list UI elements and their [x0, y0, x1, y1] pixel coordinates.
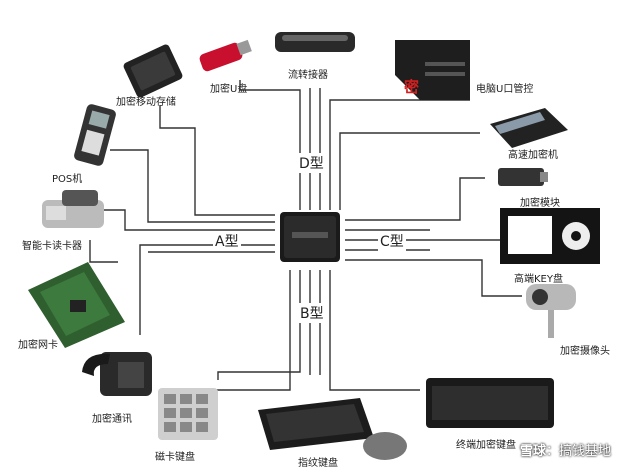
- usb-drive-icon: [199, 39, 252, 72]
- pos-icon: [74, 104, 116, 166]
- label-fingerprint-keyboard: 指纹键盘: [298, 458, 338, 469]
- label-high-speed-encryptor: 高速加密机: [508, 150, 558, 161]
- watermark-author: 搞钱基地: [559, 444, 612, 459]
- line-camera: [345, 259, 522, 297]
- encryption-module-icon: [498, 168, 548, 186]
- high-speed-encryptor-icon: [490, 108, 568, 148]
- label-transfer-device: 流转接器: [288, 70, 328, 81]
- line-pc-usb: [329, 99, 470, 210]
- smartcard-reader-icon: [42, 190, 104, 228]
- group-c-label: C型: [378, 231, 406, 251]
- label-magstripe-keyboard: 磁卡键盘: [155, 452, 195, 463]
- terminal-keyboard-icon: [426, 378, 554, 428]
- line-terminal: [329, 270, 420, 391]
- central-chip: [280, 212, 340, 262]
- line-phone: [210, 270, 291, 391]
- line-smartcard: [100, 209, 275, 231]
- label-terminal-keyboard: 终端加密键盘: [456, 440, 516, 451]
- group-b-label: B型: [298, 303, 326, 323]
- line-mobile-storage: [159, 105, 275, 216]
- key-disk-icon: [500, 208, 600, 264]
- label-encryption-module: 加密模块: [520, 198, 560, 209]
- watermark: 雪球：搞钱基地: [520, 440, 611, 459]
- mobile-storage-icon: [123, 44, 183, 98]
- line-magstripe: [217, 270, 301, 380]
- label-pc-usb-control: 电脑U口管控: [476, 84, 534, 95]
- line-pos: [110, 149, 275, 223]
- label-mobile-storage: 加密移动存储: [116, 97, 176, 108]
- magstripe-keyboard-icon: [158, 388, 218, 440]
- group-d-label: D型: [297, 153, 326, 173]
- line-usb-drive: [239, 80, 301, 210]
- label-key-disk: 高端KEY盘: [514, 274, 563, 285]
- line-encryptor: [339, 132, 480, 210]
- connection-lines: [89, 80, 522, 391]
- secret-stamp: 密: [404, 78, 420, 96]
- pc-usb-icon: [395, 40, 470, 100]
- camera-icon: [526, 284, 576, 338]
- watermark-separator: ：: [546, 444, 560, 459]
- label-camera: 加密摄像头: [560, 346, 610, 357]
- fingerprint-keyboard-icon: [258, 398, 407, 460]
- line-network-card: [89, 240, 118, 263]
- line-network-card-b: [139, 244, 275, 335]
- label-network-card: 加密网卡: [18, 340, 58, 351]
- watermark-brand: 雪球: [520, 444, 547, 459]
- phone-icon: [82, 352, 152, 396]
- transfer-device-icon: [275, 32, 355, 52]
- label-phone: 加密通讯: [92, 414, 132, 425]
- line-module: [345, 177, 485, 221]
- network-card-icon: [28, 262, 125, 348]
- label-usb-drive: 加密U盘: [210, 84, 248, 95]
- label-smartcard-reader: 智能卡读卡器: [22, 241, 82, 252]
- group-a-label: A型: [213, 231, 241, 251]
- label-pos: POS机: [52, 174, 83, 185]
